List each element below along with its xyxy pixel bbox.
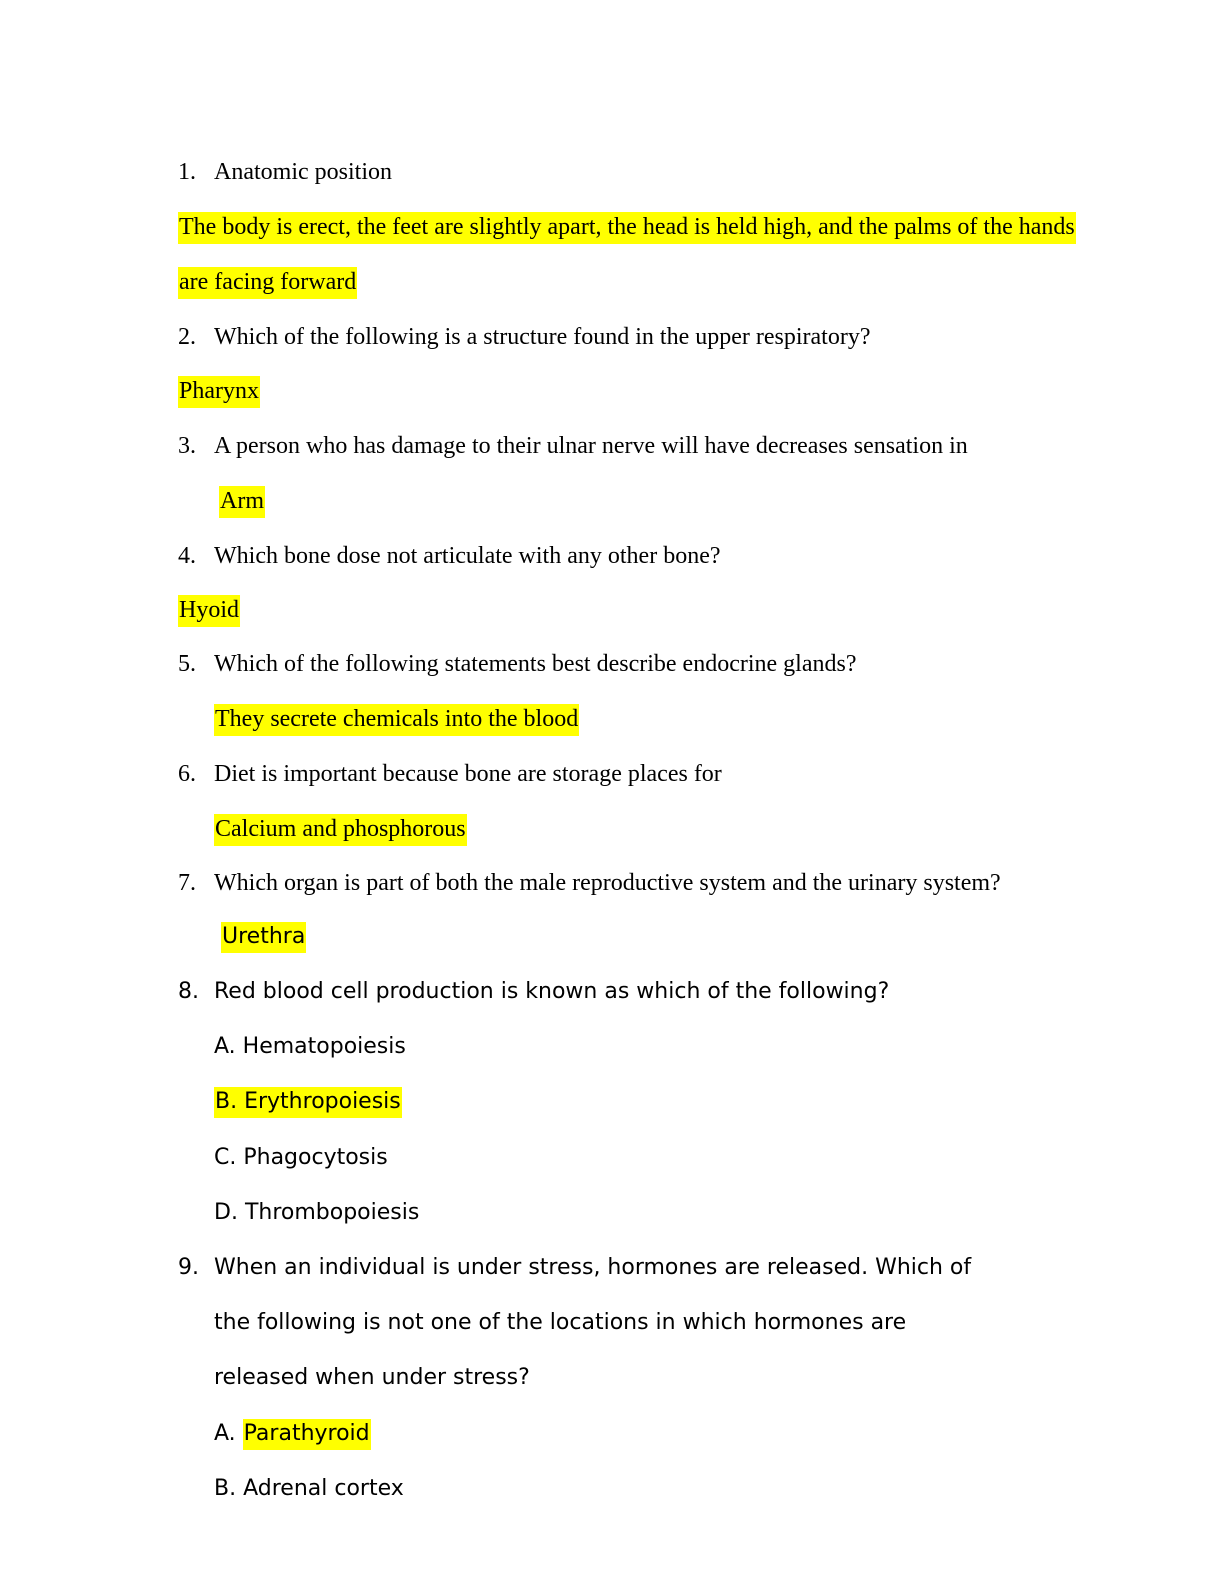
answer-1-line-2: are facing forward bbox=[178, 267, 358, 299]
answer-3: Arm bbox=[219, 486, 265, 518]
question-9-line-3: released when under stress? bbox=[214, 1367, 530, 1389]
question-text: A person who has damage to their ulnar n… bbox=[214, 433, 968, 459]
highlighted-option: Parathyroid bbox=[242, 1419, 371, 1450]
option-letter: D. bbox=[214, 1200, 238, 1225]
option-text: Phagocytosis bbox=[243, 1145, 388, 1170]
highlighted-answer: Calcium and phosphorous bbox=[214, 814, 467, 846]
option-8a: A. Hematopoiesis bbox=[214, 1036, 406, 1058]
option-letter: B. bbox=[214, 1476, 237, 1501]
highlighted-answer: are facing forward bbox=[178, 267, 358, 299]
answer-7: Urethra bbox=[221, 922, 307, 953]
question-number: 7. bbox=[178, 870, 196, 896]
question-text: When an individual is under stress, horm… bbox=[214, 1255, 972, 1280]
answer-5: They secrete chemicals into the blood bbox=[214, 704, 580, 736]
option-letter: C. bbox=[214, 1145, 237, 1170]
highlighted-answer: Hyoid bbox=[178, 595, 240, 627]
answer-4: Hyoid bbox=[178, 595, 240, 627]
question-number: 4. bbox=[178, 543, 196, 569]
option-text: Erythropoiesis bbox=[244, 1089, 401, 1114]
highlighted-answer: Urethra bbox=[221, 922, 307, 953]
answer-1-line-1: The body is erect, the feet are slightly… bbox=[178, 212, 1076, 244]
highlighted-answer: They secrete chemicals into the blood bbox=[214, 704, 580, 736]
option-letter: B. bbox=[215, 1089, 238, 1114]
option-text: Adrenal cortex bbox=[243, 1476, 404, 1501]
question-text: the following is not one of the location… bbox=[214, 1310, 907, 1335]
option-8d: D. Thrombopoiesis bbox=[214, 1202, 419, 1224]
question-number: 9. bbox=[178, 1255, 199, 1280]
question-number: 5. bbox=[178, 651, 196, 677]
answer-2: Pharynx bbox=[178, 376, 260, 408]
option-letter: A. bbox=[214, 1421, 236, 1446]
question-text: Anatomic position bbox=[214, 159, 392, 185]
question-9-line-2: the following is not one of the location… bbox=[214, 1312, 906, 1334]
question-text: Diet is important because bone are stora… bbox=[214, 761, 722, 787]
highlighted-answer: Pharynx bbox=[178, 376, 260, 408]
question-text: Which of the following statements best d… bbox=[214, 651, 857, 677]
question-number: 2. bbox=[178, 324, 196, 350]
option-9b: B. Adrenal cortex bbox=[214, 1478, 404, 1500]
option-letter: A. bbox=[214, 1034, 236, 1059]
highlighted-answer: Arm bbox=[219, 486, 265, 518]
question-number: 3. bbox=[178, 433, 196, 459]
question-number: 8. bbox=[178, 979, 199, 1004]
answer-6: Calcium and phosphorous bbox=[214, 814, 467, 846]
option-text: Thrombopoiesis bbox=[244, 1200, 420, 1225]
question-text: Which of the following is a structure fo… bbox=[214, 324, 871, 350]
option-8b: B. Erythropoiesis bbox=[214, 1087, 402, 1118]
option-9a: A. Parathyroid bbox=[214, 1419, 371, 1450]
question-text: Red blood cell production is known as wh… bbox=[214, 979, 890, 1004]
option-8c: C. Phagocytosis bbox=[214, 1147, 388, 1169]
option-text: Hematopoiesis bbox=[242, 1034, 406, 1059]
question-text: released when under stress? bbox=[214, 1365, 530, 1390]
question-number: 6. bbox=[178, 761, 196, 787]
highlighted-answer: The body is erect, the feet are slightly… bbox=[178, 212, 1076, 244]
question-text: Which bone dose not articulate with any … bbox=[214, 543, 721, 569]
highlighted-option: B. Erythropoiesis bbox=[214, 1087, 402, 1118]
question-text: Which organ is part of both the male rep… bbox=[214, 870, 1001, 896]
question-number: 1. bbox=[178, 159, 196, 185]
